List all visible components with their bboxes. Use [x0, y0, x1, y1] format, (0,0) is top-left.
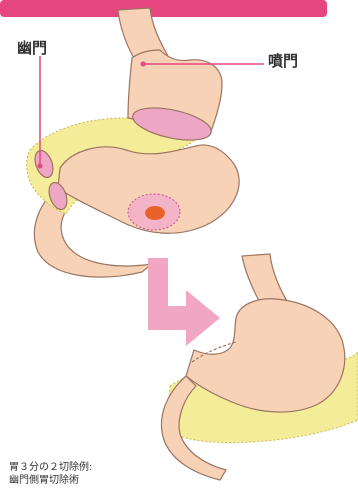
- header-banner: [0, 0, 327, 17]
- pylorus-leader-dot: [38, 164, 43, 169]
- caption: 胃３分の２切除例: 幽門側胃切除術: [9, 461, 92, 487]
- caption-line-1: 胃３分の２切除例:: [9, 461, 92, 474]
- caption-line-2: 幽門側胃切除術: [9, 474, 92, 487]
- lesion-inner: [145, 206, 165, 220]
- transition-arrow-icon: [148, 258, 220, 346]
- pylorus-label: 幽門: [17, 37, 47, 58]
- cardia-leader-dot: [141, 62, 146, 67]
- cardia-label: 噴門: [268, 50, 298, 71]
